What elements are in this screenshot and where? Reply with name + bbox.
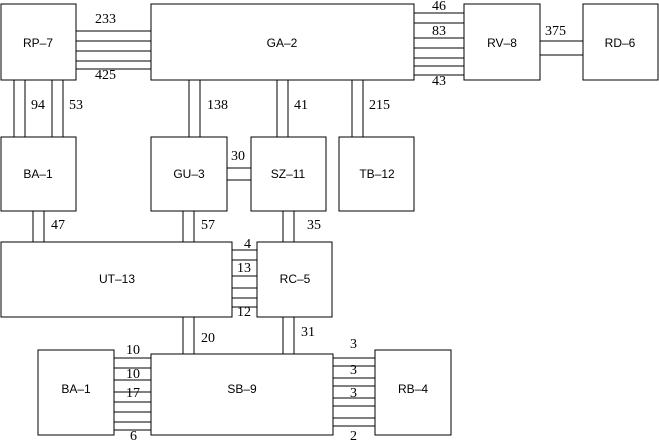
link-label-sb9-rb4-1: 3 xyxy=(350,337,357,352)
connector-ga2-tb12 xyxy=(351,80,364,137)
connector-ba1-sb9 xyxy=(114,357,151,431)
block-rp7: RP–7 xyxy=(0,3,77,81)
connector-sb9-rb4 xyxy=(333,357,375,427)
block-sz11-label: SZ–11 xyxy=(271,167,306,181)
link-label-ga2-gu3: 138 xyxy=(207,98,228,113)
link-label-rp7-ba1-right: 53 xyxy=(69,98,83,113)
block-ba1-bottom: BA–1 xyxy=(37,349,115,436)
block-rc5-label: RC–5 xyxy=(280,272,311,286)
block-ba1-bottom-label: BA–1 xyxy=(61,382,91,396)
link-label-ga2-sz11: 41 xyxy=(294,98,308,113)
connector-ut13-rc5 xyxy=(232,249,257,308)
connector-rp7-ga2 xyxy=(76,30,151,70)
block-rc5: RC–5 xyxy=(256,241,333,318)
link-label-ga2-rv8-3: 43 xyxy=(432,74,446,89)
link-label-gu3-sz11: 30 xyxy=(231,149,245,164)
block-rb4: RB–4 xyxy=(374,349,452,436)
link-label-ut13-sb9: 20 xyxy=(201,331,215,346)
link-label-ut13-rc5-2: 13 xyxy=(237,261,251,276)
block-gu3: GU–3 xyxy=(150,136,228,212)
block-ba1-top-label: BA–1 xyxy=(23,167,53,181)
link-label-gu3-ut13: 57 xyxy=(201,218,215,233)
block-ga2: GA–2 xyxy=(150,3,415,81)
link-label-sz11-rc5: 35 xyxy=(307,218,321,233)
connector-ga2-gu3 xyxy=(188,80,201,137)
link-label-sb9-rb4-4: 2 xyxy=(350,429,357,443)
block-sz11: SZ–11 xyxy=(250,136,327,212)
block-rv8-label: RV–8 xyxy=(487,36,517,50)
connector-rc5-sb9 xyxy=(282,317,295,354)
block-rv8: RV–8 xyxy=(463,3,541,81)
block-rd6-label: RD–6 xyxy=(605,36,636,50)
connector-rv8-rd6 xyxy=(540,40,583,56)
block-tb12-label: TB–12 xyxy=(359,167,395,181)
connector-gu3-sz11 xyxy=(227,167,251,181)
link-label-sb9-rb4-3: 3 xyxy=(350,386,357,401)
block-ut13: UT–13 xyxy=(0,241,233,318)
connector-rp7-ba1 xyxy=(13,80,64,137)
link-label-ba1-sb9-2: 10 xyxy=(126,367,140,382)
connector-sz11-rc5 xyxy=(282,211,295,242)
link-label-ga2-rv8-1: 46 xyxy=(432,0,446,14)
link-label-sb9-rb4-2: 3 xyxy=(350,363,357,378)
block-tb12: TB–12 xyxy=(338,136,415,212)
block-ut13-label: UT–13 xyxy=(99,272,135,286)
connector-ut13-sb9 xyxy=(182,317,195,354)
link-label-ut13-rc5-3: 12 xyxy=(237,305,251,320)
block-ga2-label: GA–2 xyxy=(267,36,298,50)
block-rd6: RD–6 xyxy=(582,3,659,81)
link-label-ga2-rv8-2: 83 xyxy=(432,24,446,39)
connector-ba1-ut13 xyxy=(32,211,45,242)
link-label-ba1-ut13: 47 xyxy=(51,218,65,233)
block-gu3-label: GU–3 xyxy=(173,167,205,181)
link-label-rp7-ga2-lower: 425 xyxy=(95,68,116,83)
link-labels: 233 425 46 83 43 375 94 53 138 41 215 30… xyxy=(31,0,566,443)
connector-gu3-ut13 xyxy=(182,211,195,242)
link-label-ut13-rc5-1: 4 xyxy=(244,237,251,252)
connector-ga2-rv8 xyxy=(414,12,464,76)
block-ba1-top: BA–1 xyxy=(0,136,77,212)
connector-ga2-sz11 xyxy=(276,80,289,137)
link-label-rv8-rd6: 375 xyxy=(545,24,566,39)
link-label-rc5-sb9: 31 xyxy=(301,325,315,340)
link-label-rp7-ba1-left: 94 xyxy=(31,98,45,113)
link-label-ba1-sb9-4: 6 xyxy=(130,429,137,443)
link-label-ba1-sb9-1: 10 xyxy=(126,343,140,358)
block-sb9: SB–9 xyxy=(150,353,334,436)
blocks: RP–7 GA–2 RV–8 RD–6 BA–1 GU–3 SZ–11 TB– xyxy=(0,3,659,436)
link-label-rp7-ga2-upper: 233 xyxy=(95,12,116,27)
link-label-ba1-sb9-3: 17 xyxy=(126,386,140,401)
block-sb9-label: SB–9 xyxy=(227,382,257,396)
link-label-ga2-tb12: 215 xyxy=(369,98,390,113)
connectors xyxy=(13,12,583,431)
block-rb4-label: RB–4 xyxy=(398,382,428,396)
block-rp7-label: RP–7 xyxy=(23,36,53,50)
